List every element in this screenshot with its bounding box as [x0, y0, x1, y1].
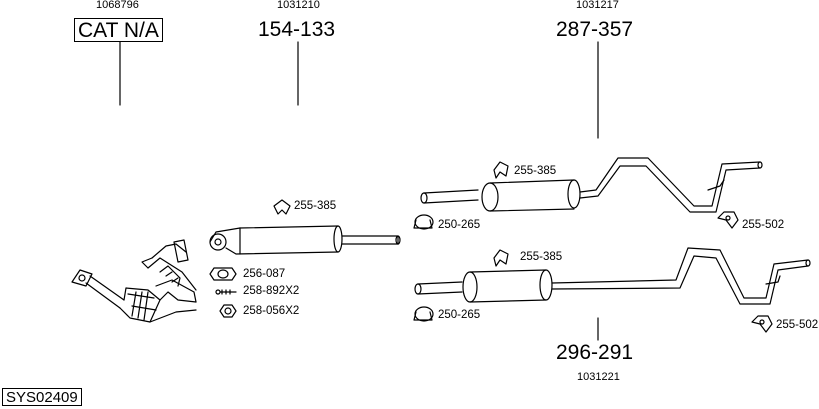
- cat-ref-number: 1068796: [96, 0, 139, 11]
- gasket-icon: [209, 267, 237, 281]
- system-id: SYS02409: [2, 388, 82, 406]
- bracket-lower-label[interactable]: 255-502: [776, 319, 819, 331]
- rubber-hanger-front-icon: [273, 199, 291, 215]
- clamp-upper-icon: [413, 214, 434, 230]
- upper-rear-silencer-drawing: [420, 157, 763, 213]
- cat-part-number[interactable]: CAT N/A: [74, 18, 163, 42]
- clamp-lower-icon: [413, 306, 434, 322]
- upper-rear-silencer-part-number[interactable]: 287-357: [556, 18, 634, 41]
- bracket-lower-icon: [751, 315, 773, 333]
- front-silencer-drawing: [209, 225, 401, 255]
- bracket-upper-label[interactable]: 255-502: [742, 219, 785, 231]
- clamp-lower-label[interactable]: 250-265: [438, 309, 481, 321]
- front-silencer-part-number[interactable]: 154-133: [258, 18, 336, 41]
- hanger-lower-label[interactable]: 255-385: [520, 251, 563, 263]
- lower-rear-silencer-drawing: [414, 247, 811, 305]
- clamp-upper-label[interactable]: 250-265: [438, 219, 481, 231]
- nut-label[interactable]: 258-056X2: [243, 305, 300, 317]
- hanger-upper-label[interactable]: 255-385: [514, 165, 557, 177]
- nut-icon: [219, 304, 237, 318]
- front-silencer-ref-number: 1031210: [277, 0, 320, 11]
- bolt-icon: [215, 289, 237, 295]
- rubber-hanger-upper-icon: [493, 161, 509, 179]
- catalytic-converter-drawing: [71, 239, 197, 323]
- lower-rear-silencer-part-number[interactable]: 296-291: [556, 341, 634, 364]
- lower-rear-silencer-ref-number: 1031221: [577, 371, 620, 383]
- hanger-front-label[interactable]: 255-385: [294, 200, 337, 212]
- bolt-label[interactable]: 258-892X2: [243, 285, 300, 297]
- bracket-upper-icon: [717, 211, 739, 229]
- gasket-label[interactable]: 256-087: [243, 268, 286, 280]
- rubber-hanger-lower-icon: [493, 249, 509, 267]
- upper-rear-silencer-ref-number: 1031217: [576, 0, 619, 11]
